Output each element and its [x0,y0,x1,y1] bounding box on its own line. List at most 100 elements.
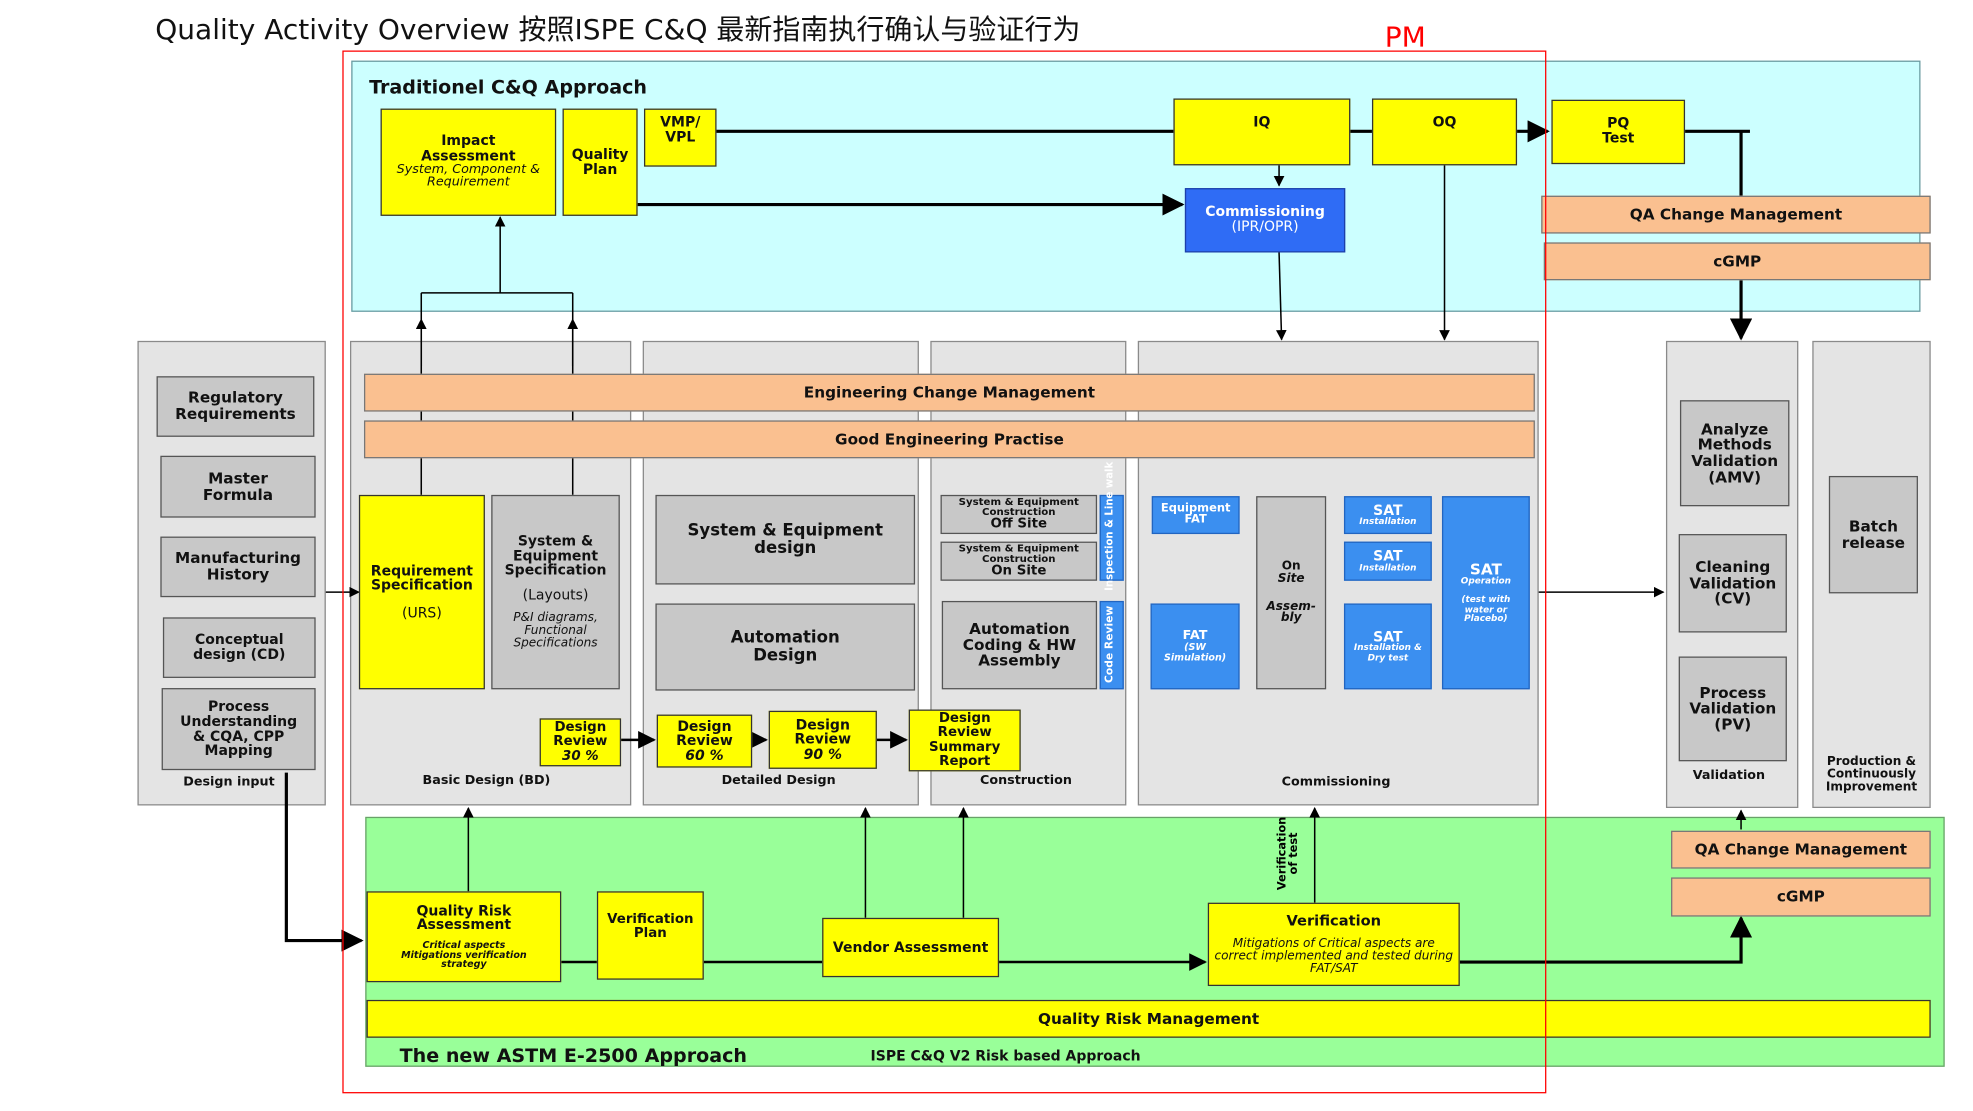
sat-installation-2-sub: Installation [1359,562,1417,573]
regulatory-requirements-box: Regulatory Requirements [156,376,315,437]
onsite-assembly-l2: Site [1277,571,1305,586]
requirement-spec-sub: (URS) [401,604,442,621]
system-spec-layouts: (Layouts) [522,586,589,603]
quality-risk-assessment-box: Quality Risk Assessment Critical aspects… [366,891,562,983]
design-review-90-pct: 90 % [803,745,842,763]
page-title: Quality Activity Overview 按照ISPE C&Q 最新指… [155,15,1081,47]
qa-change-top-box: QA Change Management [1541,195,1931,234]
offsite-construction-bold: Off Site [990,516,1048,532]
cv-label: Cleaning Validation (CV) [1689,558,1777,608]
engineering-change-label: Engineering Change Management [803,383,1096,402]
iq-label: IQ [1253,113,1271,131]
design-review-60-pct: 60 % [685,747,724,764]
requirement-spec-label: Requirement Specification [370,562,474,594]
quality-plan-label: Quality Plan [571,146,629,178]
good-engineering-band: Good Engineering Practise [363,420,1535,459]
sat-operation-sub: Operation [1460,575,1511,586]
ispe-label: ISPE C&Q V2 Risk based Approach [870,1047,1141,1065]
design-review-summary-box: Design Review Summary Report [908,709,1021,772]
basic-design-caption: Basic Design (BD) [422,773,551,788]
commissioning-ipr-sub: (IPR/OPR) [1231,217,1299,235]
production-caption: Production & Continuously Improvement [1825,755,1918,795]
vmp-box: VMP/ VPL [643,108,717,167]
verification-sub: Mitigations of Critical aspects are corr… [1214,936,1454,976]
regulatory-requirements-label: Regulatory Requirements [175,389,296,423]
inspection-linewalk-label: Inspection & Line walk [1103,461,1115,591]
sat-operation-box: SAT Operation (test with water or Placeb… [1441,496,1530,690]
detailed-design-caption: Detailed Design [721,773,836,788]
automation-design-label: Automation Design [730,628,840,665]
code-review-label: Code Review [1103,605,1117,684]
system-equipment-design-box: System & Equipment design [655,494,916,585]
batch-release-box: Batch release [1828,475,1918,594]
pv-box: Process Validation (PV) [1678,656,1787,762]
pq-box: PQ Test [1551,99,1686,165]
manufacturing-history-box: Manufacturing History [160,536,316,598]
quality-risk-assessment-label: Quality Risk Assessment [416,902,512,934]
code-review-box [1099,600,1124,690]
verification-plan-label: Verification Plan [607,911,694,941]
sat-installation-2-box: SAT Installation [1343,541,1432,581]
traditional-title: Traditionel C&Q Approach [369,75,647,99]
astm-title: The new ASTM E-2500 Approach [399,1044,748,1067]
automation-coding-label: Automation Coding & HW Assembly [962,620,1077,670]
fat-sw-box: FAT (SW Simulation) [1150,603,1240,690]
iq-box: IQ [1173,98,1351,166]
batch-release-label: Batch release [1841,517,1906,552]
process-understanding-box: Process Understanding & CQA, CPP Mapping [161,688,316,771]
process-understanding-label: Process Understanding & CQA, CPP Mapping [180,698,298,759]
onsite-construction-bold: On Site [991,563,1047,579]
design-review-30-label: Design Review [553,720,608,750]
sat-installation-1-box: SAT Installation [1343,496,1432,535]
amv-box: Analyze Methods Validation (AMV) [1679,400,1790,507]
vendor-assessment-label: Vendor Assessment [832,938,989,956]
equipment-fat-box: Equipment FAT [1151,496,1240,535]
conceptual-design-box: Conceptual design (CD) [162,617,316,678]
equipment-fat-label: Equipment FAT [1160,501,1231,527]
construction-caption: Construction [979,773,1072,788]
verification-box: Verification Mitigations of Critical asp… [1207,902,1460,987]
offsite-construction-label: System & Equipment Construction [958,495,1079,518]
verification-plan-box: Verification Plan [596,891,704,980]
verification-of-test-label: Verification of test [1276,816,1302,891]
conceptual-design-label: Conceptual design (CD) [193,631,286,663]
impact-assessment-label: Impact Assessment [421,133,516,165]
verification-label: Verification [1286,911,1382,930]
manufacturing-history-label: Manufacturing History [174,549,301,584]
cgmp-top-box: cGMP [1543,242,1931,281]
oq-box: OQ [1371,98,1518,166]
design-review-60-label: Design Review [676,717,733,749]
cv-box: Cleaning Validation (CV) [1678,534,1787,633]
fat-sw-sub: (SW Simulation) [1163,641,1227,664]
commissioning-ipr-box: Commissioning (IPR/OPR) [1184,188,1346,253]
quality-risk-management-band: Quality Risk Management [366,999,1931,1038]
automation-design-box: Automation Design [655,603,916,691]
engineering-change-band: Engineering Change Management [363,373,1535,412]
good-engineering-label: Good Engineering Practise [835,430,1064,448]
master-formula-label: Master Formula [202,469,274,504]
onsite-assembly-l4: bly [1280,611,1302,626]
system-equipment-design-label: System & Equipment design [687,521,883,558]
offsite-construction-box: System & Equipment Construction Off Site [940,494,1098,535]
inspection-linewalk-box [1099,494,1124,581]
sat-installation-2-label: SAT [1373,547,1403,565]
master-formula-box: Master Formula [160,455,316,518]
onsite-assembly-l1: On [1281,558,1301,573]
vendor-assessment-box: Vendor Assessment [822,917,1000,978]
amv-label: Analyze Methods Validation (AMV) [1691,420,1779,486]
system-spec-label: System & Equipment Specification [504,532,607,579]
design-input-caption: Design input [183,775,275,790]
requirement-spec-box: Requirement Specification (URS) [358,494,485,690]
design-review-60-box: Design Review 60 % [656,714,753,768]
automation-coding-box: Automation Coding & HW Assembly [941,600,1098,690]
validation-caption: Validation [1692,768,1766,783]
qa-change-bottom-label: QA Change Management [1694,840,1908,859]
impact-assessment-sub: System, Component & Requirement [396,162,541,190]
quality-risk-assessment-sub: Critical aspects Mitigations verificatio… [401,938,527,971]
design-review-90-label: Design Review [794,716,852,748]
qa-change-top-label: QA Change Management [1629,205,1843,224]
cgmp-bottom-box: cGMP [1671,877,1931,917]
system-spec-sub: P&I diagrams, Functional Specifications [513,611,598,651]
fat-sw-label: FAT [1182,628,1208,643]
sat-dry-test-box: SAT Installation & Dry test [1343,603,1432,690]
